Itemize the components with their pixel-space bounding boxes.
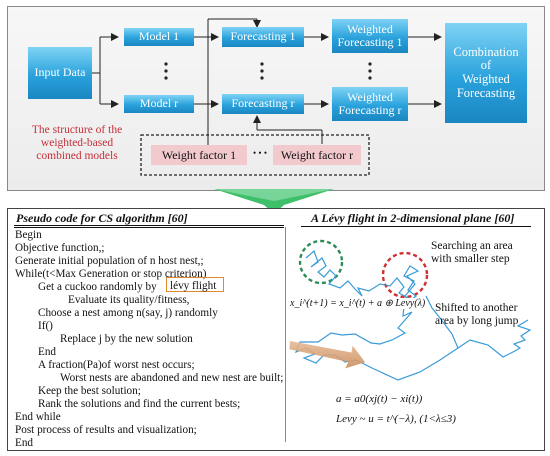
comb-line2: of bbox=[480, 58, 492, 73]
weighted-forecasting-1-box: Weighted Forecasting 1 bbox=[332, 19, 408, 53]
update-equation: x_i^(t+1) = x_i^(t) + a ⊕ Levy(λ) bbox=[290, 298, 426, 309]
code-line: End while bbox=[15, 411, 61, 423]
bottom-panel bbox=[7, 208, 545, 451]
shift-line1: Shifted to another bbox=[435, 302, 518, 314]
levy-title-underline bbox=[301, 226, 531, 227]
levy-panel-divider bbox=[285, 227, 286, 442]
search-line2: with smaller step bbox=[431, 253, 510, 265]
levy-distribution-equation: Levy ~ u = t^(−λ), (1<λ≤3) bbox=[336, 413, 456, 425]
code-line: Begin bbox=[15, 229, 42, 241]
wfcr-line2: Forecasting r bbox=[338, 103, 402, 117]
step-equation: a = a0(xj(t) − xi(t)) bbox=[336, 393, 423, 405]
annotation-search: Searching an area with smaller step bbox=[431, 240, 513, 266]
code-line: Rank the solutions and find the current … bbox=[38, 398, 241, 410]
structure-caption: The structure of the weighted-based comb… bbox=[22, 124, 132, 163]
code-line-levy: lévy flight bbox=[170, 280, 217, 292]
code-line: Keep the best solution; bbox=[38, 385, 141, 397]
code-line: If() bbox=[38, 320, 53, 332]
weighted-forecasting-r-box: Weighted Forecasting r bbox=[332, 87, 408, 121]
model-1-box: Model 1 bbox=[124, 28, 194, 46]
comb-line4: Forecasting bbox=[456, 85, 516, 100]
comb-line1: Combination bbox=[453, 44, 519, 59]
pseudo-title-underline bbox=[14, 225, 284, 226]
code-line: Evaluate its quality/fitness, bbox=[68, 294, 190, 306]
wfcr-line1: Weighted bbox=[347, 89, 393, 104]
code-line: Post process of results and visualizatio… bbox=[15, 424, 197, 436]
forecasting-r-box: Forecasting r bbox=[222, 94, 304, 114]
wfc1-line2: Forecasting 1 bbox=[337, 35, 403, 49]
code-line: Choose a nest among n(say, j) randomly bbox=[38, 307, 218, 319]
code-line: A fraction(Pa)of worst nest occurs; bbox=[38, 359, 195, 371]
weight-factor-1-box: Weight factor 1 bbox=[151, 145, 247, 165]
input-data-box: Input Data bbox=[28, 47, 92, 99]
wfc1-line1: Weighted bbox=[347, 21, 393, 36]
caption-line1: The structure of the bbox=[31, 124, 123, 136]
code-line: Objective function,; bbox=[15, 242, 105, 254]
levy-flight-highlight bbox=[166, 277, 224, 292]
annotation-shift: Shifted to another area by long jump bbox=[435, 302, 518, 328]
code-line: Generate initial population of n host ne… bbox=[15, 255, 204, 267]
pseudo-code-title: Pseudo code for CS algorithm [60] bbox=[16, 211, 188, 225]
caption-line2: weighted-based bbox=[40, 137, 114, 149]
comb-line3: Weighted bbox=[462, 72, 510, 86]
search-line1: Searching an area bbox=[431, 240, 513, 252]
shift-line2: area by long jump bbox=[435, 315, 519, 327]
weight-factor-dots: • • • bbox=[253, 148, 267, 158]
model-r-box: Model r bbox=[124, 95, 194, 113]
code-line: Replace j by the new solution bbox=[60, 333, 193, 345]
code-line: While(t<Max Generation or stop criterion… bbox=[15, 268, 207, 280]
pseudo-title-underline-2 bbox=[14, 227, 284, 228]
code-line: Get a cuckoo randomly by bbox=[38, 281, 157, 293]
levy-title: A Lévy flight in 2-dimensional plane [60… bbox=[311, 211, 515, 225]
combination-box: Combination of Weighted Forecasting bbox=[445, 23, 527, 123]
code-line: End bbox=[38, 346, 57, 358]
code-line: End bbox=[15, 437, 34, 449]
code-line: Worst nests are abandoned and new nest a… bbox=[60, 372, 284, 384]
forecasting-1-box: Forecasting 1 bbox=[222, 27, 304, 47]
caption-line3: combined models bbox=[36, 150, 118, 162]
weight-factor-r-box: Weight factor r bbox=[273, 145, 361, 165]
